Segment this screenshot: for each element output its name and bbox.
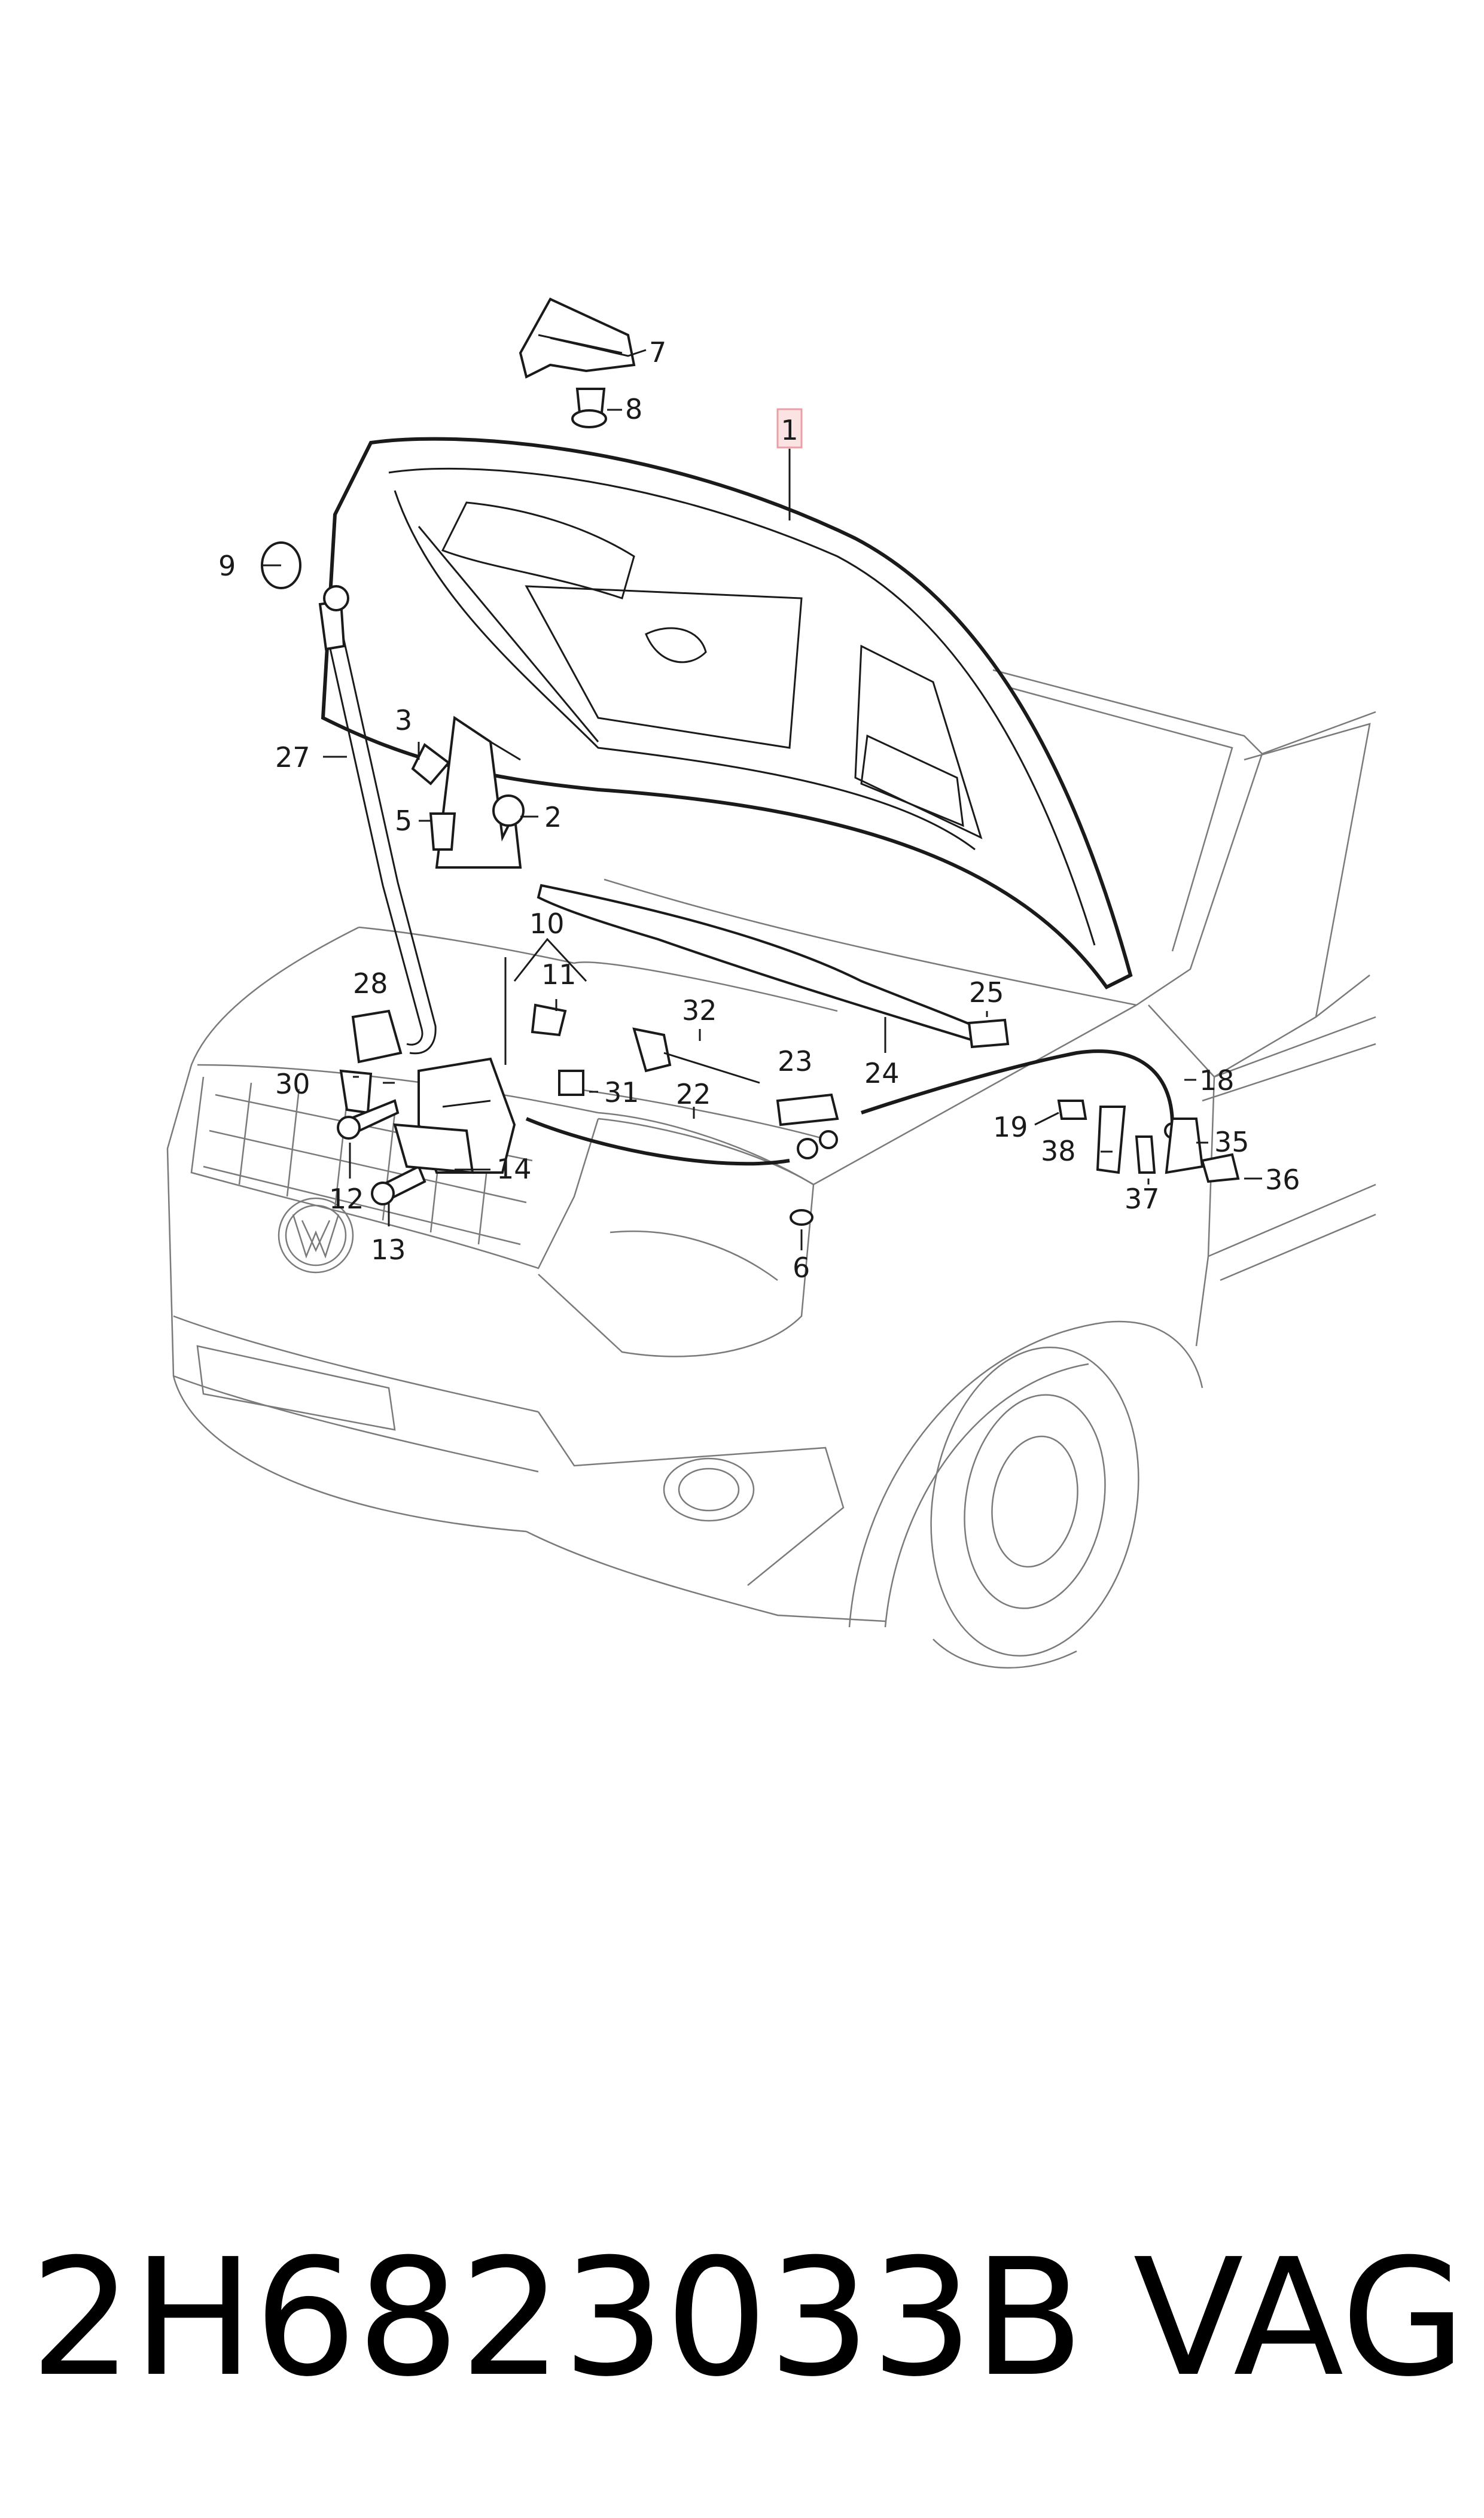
vehicle-body bbox=[166, 669, 1376, 1669]
callout-12[interactable]: 12 bbox=[329, 1183, 364, 1215]
callout-6[interactable]: 6 bbox=[793, 1252, 810, 1284]
lever-part-38[interactable] bbox=[1096, 1106, 1126, 1174]
bolt-part-12[interactable] bbox=[337, 1099, 400, 1140]
callout-35[interactable]: 35 bbox=[1214, 1126, 1250, 1158]
callout-18[interactable]: 18 bbox=[1199, 1064, 1235, 1097]
bonnet-hood-part-1[interactable] bbox=[321, 437, 1133, 989]
handle-part-23[interactable] bbox=[776, 1093, 839, 1126]
callout-3[interactable]: 3 bbox=[395, 704, 412, 736]
callout-31[interactable]: 31 bbox=[604, 1076, 639, 1109]
gas-strut-part-27[interactable] bbox=[318, 585, 437, 1055]
bracket-part-28[interactable] bbox=[351, 1009, 403, 1064]
buffer-part-6[interactable] bbox=[790, 1209, 813, 1226]
bolt-part-5[interactable] bbox=[429, 812, 456, 851]
callout-11[interactable]: 11 bbox=[541, 958, 577, 991]
callout-25[interactable]: 25 bbox=[969, 976, 1004, 1009]
sensor-part-31[interactable] bbox=[558, 1070, 584, 1096]
callout-1-highlight bbox=[776, 408, 803, 449]
callout-32[interactable]: 32 bbox=[682, 994, 717, 1027]
callout-37[interactable]: 37 bbox=[1125, 1183, 1160, 1215]
callout-24[interactable]: 24 bbox=[864, 1057, 900, 1089]
callout-5[interactable]: 5 bbox=[395, 805, 412, 837]
callout-38[interactable]: 38 bbox=[1041, 1135, 1076, 1167]
callout-2[interactable]: 2 bbox=[544, 801, 562, 833]
callout-labels: 1 2 3 5 6 7 8 9 10 11 12 13 14 18 19 22 … bbox=[218, 336, 1300, 1284]
bolt-part-3[interactable] bbox=[411, 742, 450, 785]
brand-name: VAG bbox=[1133, 2224, 1466, 2412]
buffer-part-25[interactable] bbox=[967, 1018, 1010, 1049]
part-number: 2H6823033B bbox=[30, 2224, 1084, 2412]
callout-23[interactable]: 23 bbox=[778, 1045, 813, 1077]
cable-tie-part-32[interactable] bbox=[632, 1027, 760, 1084]
callout-19[interactable]: 19 bbox=[993, 1111, 1028, 1143]
callout-22[interactable]: 22 bbox=[676, 1078, 711, 1110]
bolt-part-13[interactable] bbox=[371, 1165, 426, 1205]
hood-hinge-part-7[interactable] bbox=[519, 297, 636, 379]
hinge-bracket-part-2[interactable] bbox=[435, 715, 525, 869]
callout-28[interactable]: 28 bbox=[353, 967, 388, 1000]
callout-36[interactable]: 36 bbox=[1265, 1164, 1300, 1196]
leader-lines bbox=[263, 337, 1262, 1250]
callout-1[interactable]: 1 bbox=[781, 414, 798, 446]
callout-14[interactable]: 14 bbox=[496, 1153, 532, 1185]
bolt-part-8[interactable] bbox=[571, 388, 607, 428]
handle-part-36[interactable] bbox=[1200, 1153, 1240, 1183]
clip-part-19[interactable] bbox=[1057, 1100, 1087, 1120]
callout-7[interactable]: 7 bbox=[649, 336, 666, 369]
release-cable-part-22[interactable] bbox=[525, 1117, 838, 1166]
switch-part-11[interactable] bbox=[531, 1003, 567, 1037]
bolt-part-37[interactable] bbox=[1135, 1135, 1156, 1174]
bracket-part-35[interactable] bbox=[1165, 1118, 1204, 1174]
callout-8[interactable]: 8 bbox=[625, 393, 642, 425]
lock-cover-part-14[interactable] bbox=[393, 1123, 474, 1174]
callout-30[interactable]: 30 bbox=[275, 1068, 310, 1100]
callout-9[interactable]: 9 bbox=[218, 550, 236, 582]
callout-27[interactable]: 27 bbox=[275, 741, 310, 774]
callout-13[interactable]: 13 bbox=[371, 1234, 406, 1266]
callout-10[interactable]: 10 bbox=[529, 908, 565, 940]
